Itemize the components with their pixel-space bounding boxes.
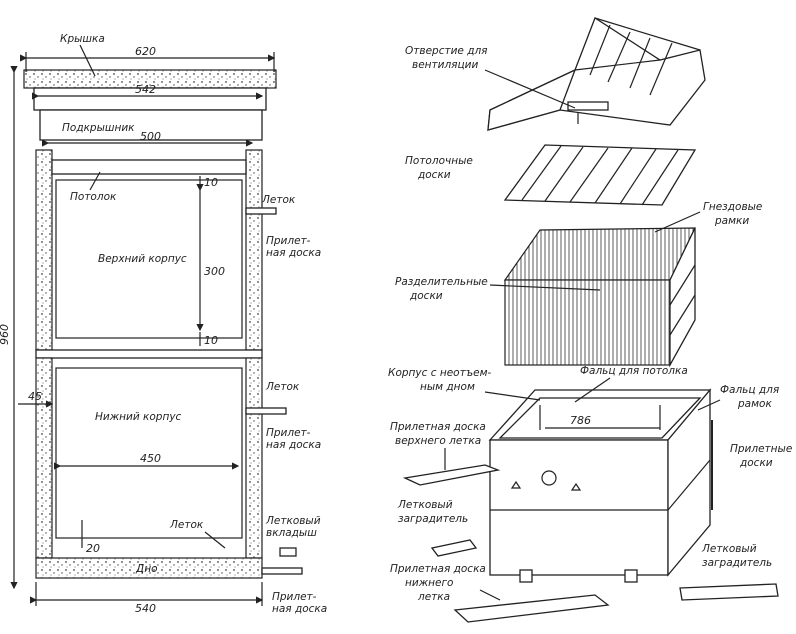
upper-wall-right (245, 149, 263, 351)
label-dividers-2: доски (409, 290, 443, 302)
lower-frame (55, 367, 243, 539)
dim-786: 786 (570, 414, 591, 427)
label-ceiling-boards-2: доски (417, 169, 451, 181)
label-ceiling-boards-1: Потолочные (405, 155, 473, 167)
label-entrance-insert-2: вкладыш (266, 527, 317, 539)
label-frame-rebate-1: Фальц для (720, 384, 779, 396)
label-lower-landing-2: нижнего (405, 577, 453, 589)
dim-960: 960 (0, 324, 11, 345)
label-frame-rebate-2: рамок (737, 398, 772, 410)
label-landing-upper-1: Прилет- (266, 235, 311, 247)
roof (487, 17, 706, 131)
label-lower-body: Нижний корпус (95, 411, 182, 423)
ceiling-boards (503, 144, 697, 206)
label-upper-landing-2: верхнего летка (395, 435, 481, 447)
label-frames-2: рамки (714, 215, 749, 227)
under-lid (39, 109, 263, 141)
label-entrance-bottom: Леток (169, 519, 204, 531)
label-entrance-blocker-r2: заградитель (702, 557, 772, 569)
label-body-2: ным дном (420, 381, 475, 393)
entrance-insert (279, 547, 297, 557)
label-entrance-blocker-r1: Летковый (701, 543, 757, 555)
dim-540: 540 (135, 602, 156, 615)
frames-block (503, 227, 696, 368)
upper-landing-board (402, 464, 501, 486)
label-lid: Крышка (60, 33, 105, 45)
cross-section: 620 Крышка 542 Подкрышник 500 Потолок Ве… (0, 33, 327, 615)
hive-body (488, 388, 712, 583)
label-dividers-1: Разделительные (395, 276, 488, 288)
lower-wall-left (35, 357, 53, 559)
lower-landing-board (453, 594, 610, 623)
dim-500: 500 (140, 130, 161, 143)
label-landing-boards-1: Прилетные (730, 443, 792, 455)
label-lower-landing-3: летка (417, 591, 450, 603)
lower-wall-right (245, 357, 263, 559)
body-separator (35, 349, 263, 359)
label-landing-boards-2: доски (739, 457, 773, 469)
label-entrance-insert-1: Летковый (265, 515, 321, 527)
entrance-blocker-right (679, 583, 779, 601)
dim-45: 45 (28, 390, 42, 403)
dim-20: 20 (86, 542, 100, 555)
label-entrance-blocker-2: заградитель (398, 513, 468, 525)
label-ceiling: Потолок (70, 191, 117, 203)
label-upper-body: Верхний корпус (98, 253, 187, 265)
label-frames-1: Гнездовые (703, 201, 762, 213)
entrance-blocker-left (430, 539, 478, 557)
label-entrance-upper: Леток (261, 194, 296, 206)
label-landing-mid-2: ная доска (266, 439, 321, 451)
dim-542: 542 (135, 83, 156, 96)
bottom-landing-board (261, 567, 303, 575)
dim-300: 300 (204, 265, 225, 278)
label-lower-landing-1: Прилетная доска (390, 563, 486, 575)
mid-landing-board (245, 407, 287, 415)
label-entrance-mid: Леток (265, 381, 300, 393)
dim-620: 620 (135, 45, 156, 58)
label-landing-bottom-2: ная доска (272, 603, 327, 615)
dim-450: 450 (140, 452, 161, 465)
label-landing-bottom-1: Прилет- (272, 591, 317, 603)
upper-wall-left (35, 149, 53, 351)
label-body-1: Корпус с неотъем- (388, 367, 492, 379)
dim-10-bottom: 10 (204, 334, 218, 347)
label-upper-landing-1: Прилетная доска (390, 421, 486, 433)
label-ventilation-1: Отверстие для (405, 45, 488, 57)
dim-10-top: 10 (204, 176, 218, 189)
ceiling (51, 159, 247, 175)
label-ceiling-rebate: Фальц для потолка (580, 365, 688, 377)
label-entrance-blocker-1: Летковый (397, 499, 453, 511)
upper-frame (55, 179, 243, 339)
label-landing-mid-1: Прилет- (266, 427, 311, 439)
label-landing-upper-2: ная доска (266, 247, 321, 259)
label-ventilation-2: вентиляции (412, 59, 478, 71)
exploded-view: Отверстие для вентиляции Потолочные доск… (388, 17, 792, 623)
label-floor: Дно (135, 563, 158, 575)
label-under-lid: Подкрышник (62, 122, 135, 134)
upper-entrance-board (245, 207, 277, 215)
